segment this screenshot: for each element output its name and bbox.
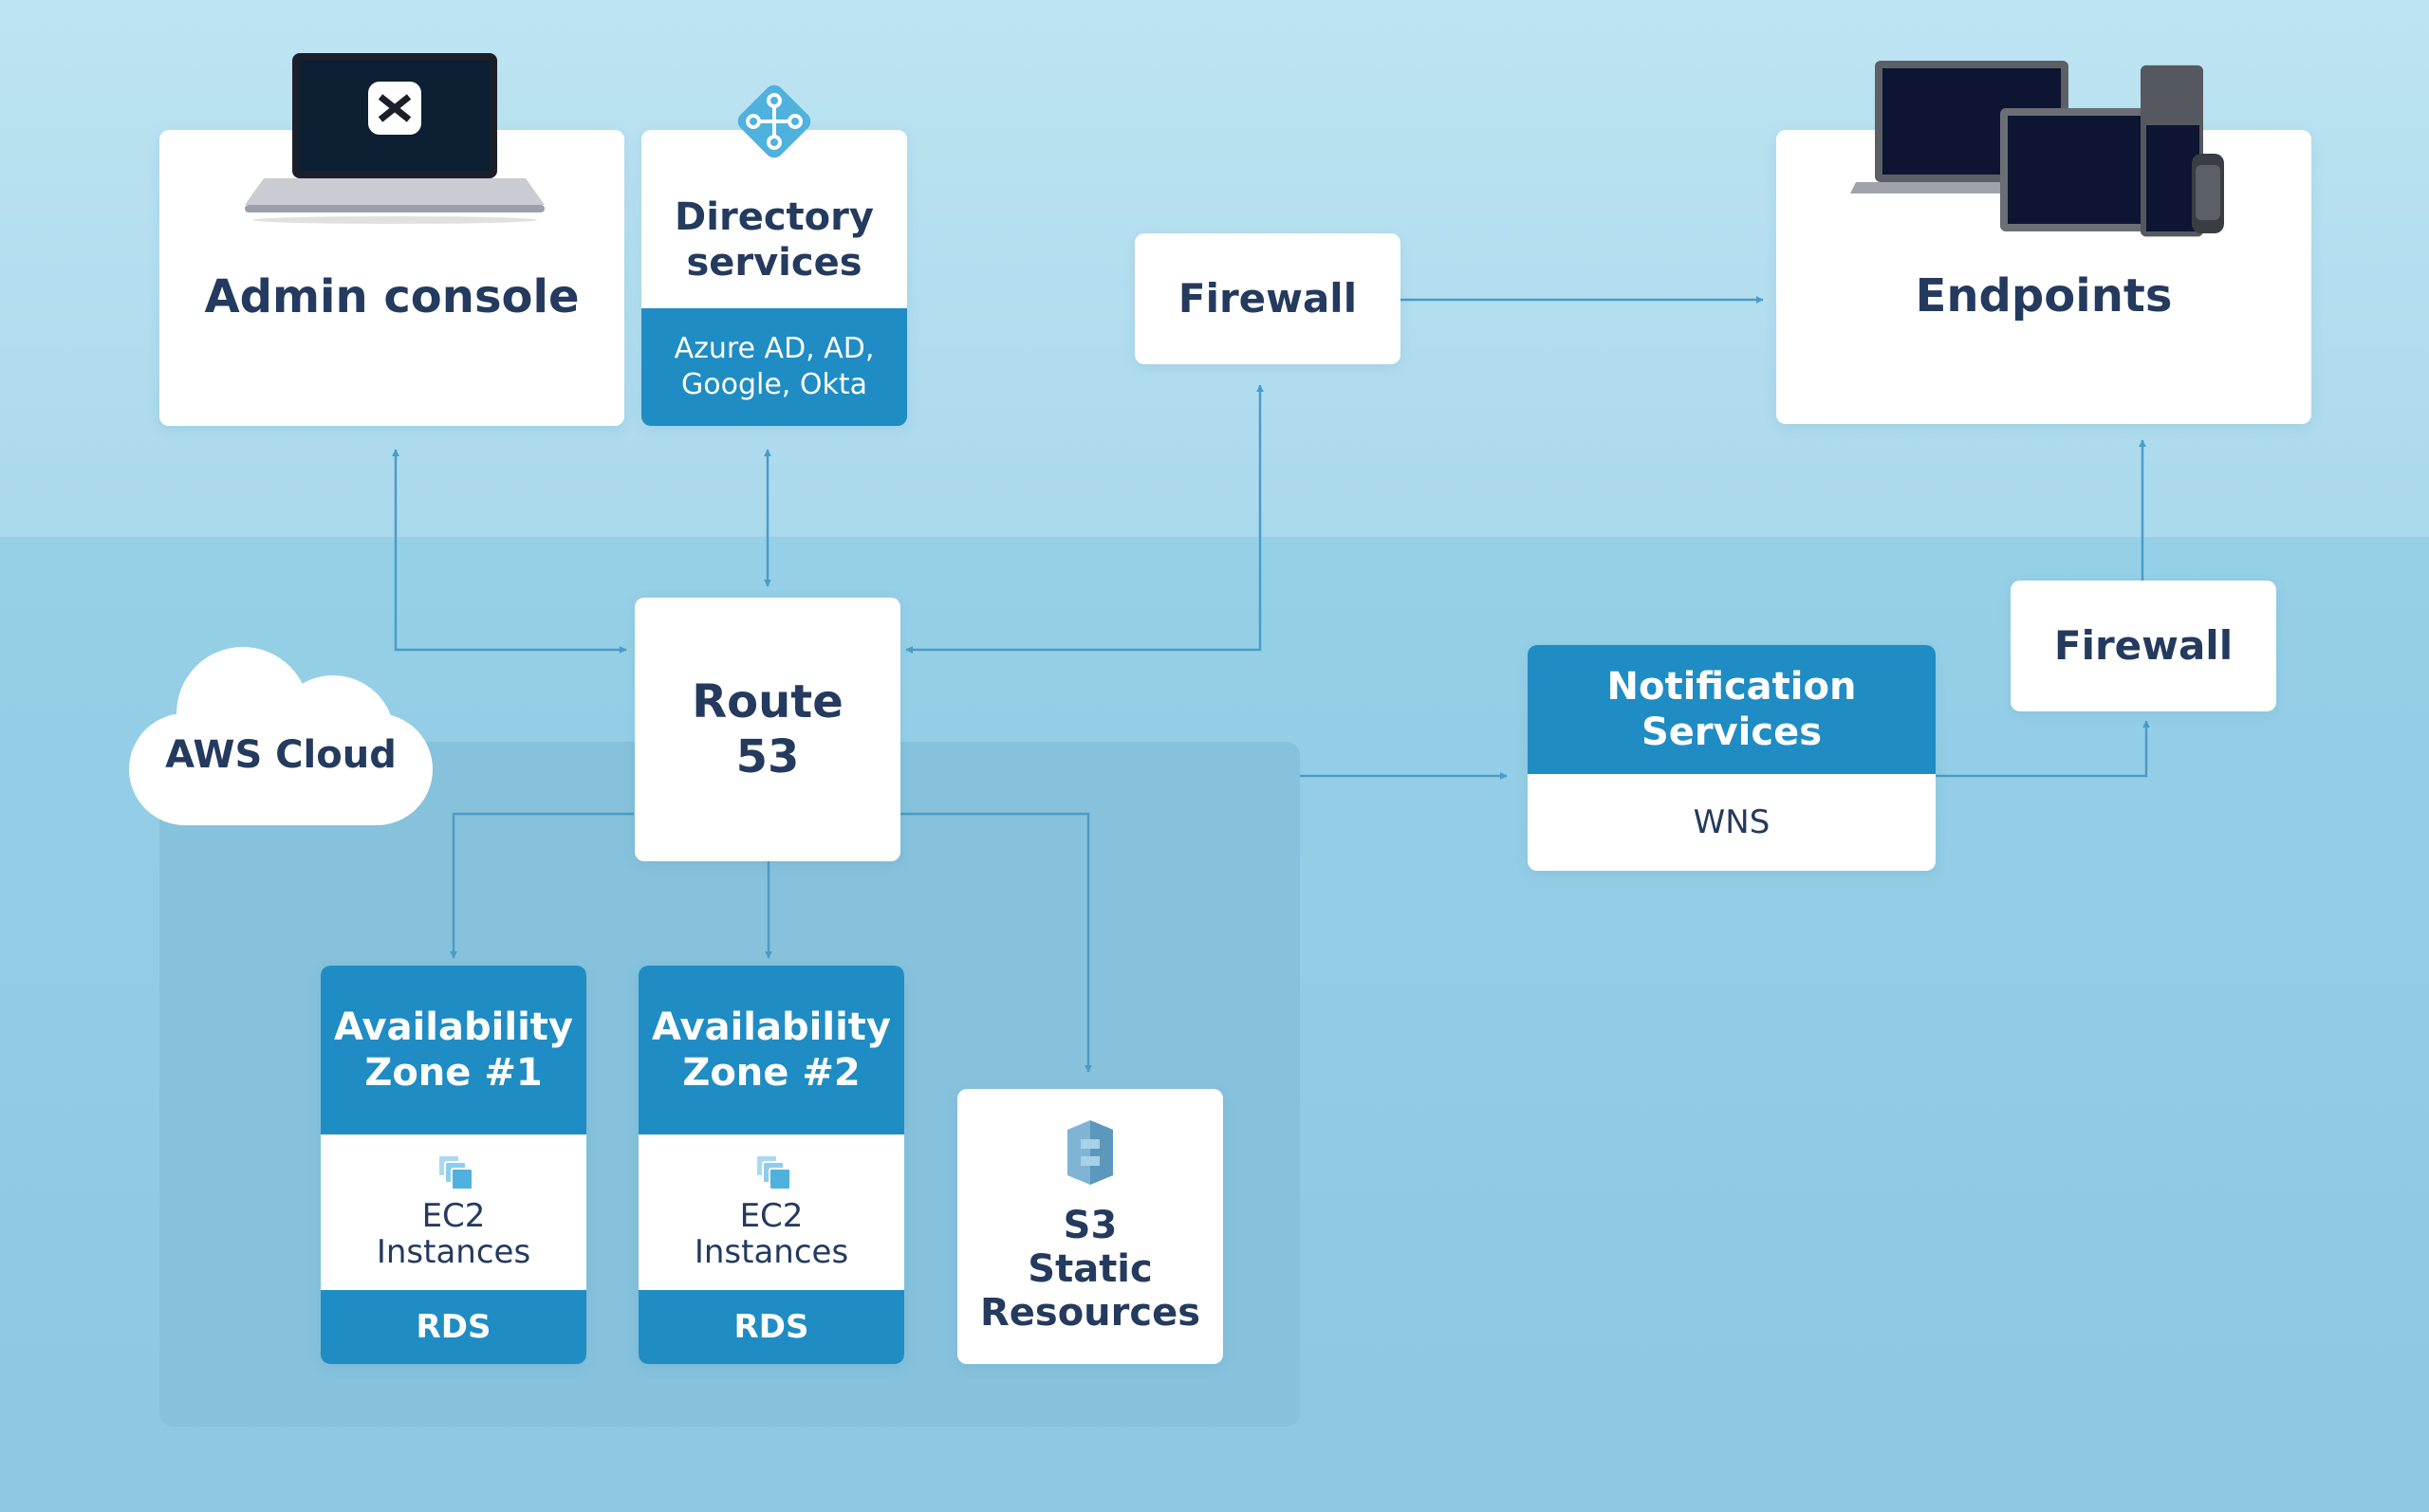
link-route53-firewall [905, 384, 1264, 654]
directory-providers-line1: Azure AD, AD, [674, 332, 875, 365]
firewall-right-label: Firewall [2053, 622, 2234, 669]
az1-ec2-line1: EC2 [421, 1197, 486, 1235]
link-admin-route53 [392, 449, 627, 654]
az1-rds-label: RDS [416, 1308, 491, 1346]
admin-console-title: Admin console [204, 270, 580, 323]
az1-title: Availability Zone #1 [321, 966, 586, 1134]
directory-services-card[interactable]: Directory services Azure AD, AD, Google,… [641, 130, 907, 426]
ec2-stack-icon [437, 1154, 473, 1190]
devices-icon [1850, 61, 2224, 237]
firewall-right-card[interactable]: Firewall [2011, 581, 2276, 711]
az2-title: Availability Zone #2 [639, 966, 904, 1134]
cloud-base [129, 713, 433, 825]
laptop-logo-icon [245, 53, 545, 224]
az2-title-line2: Zone #2 [682, 1051, 861, 1095]
notification-title-line1: Notification [1606, 665, 1857, 709]
az1-rds: RDS [321, 1290, 586, 1364]
endpoints-title: Endpoints [1915, 269, 2173, 323]
notification-services-card[interactable]: Notification Services WNS [1528, 645, 1936, 871]
az2-rds: RDS [639, 1290, 904, 1364]
az2-ec2-line1: EC2 [739, 1197, 804, 1235]
availability-zone-2-card[interactable]: Availability Zone #2 EC2 Instances RDS [639, 966, 904, 1364]
s3-line3: Resources [979, 1291, 1201, 1335]
notification-sub: WNS [1528, 774, 1936, 871]
route53-line2: 53 [735, 730, 800, 784]
s3-bucket-icon [1067, 1120, 1113, 1185]
firewall-top-label: Firewall [1177, 275, 1358, 322]
az2-ec2-line2: Instances [694, 1233, 849, 1271]
notification-wns: WNS [1693, 803, 1771, 841]
s3-static-resources-card[interactable]: S3 Static Resources [957, 1089, 1223, 1364]
directory-providers-line2: Google, Okta [681, 368, 867, 401]
s3-line1: S3 [1063, 1204, 1118, 1247]
notification-title-line2: Services [1641, 710, 1823, 754]
az1-title-line1: Availability [334, 1005, 573, 1049]
availability-zone-1-card[interactable]: Availability Zone #1 EC2 Instances RDS [321, 966, 586, 1364]
az1-title-line2: Zone #1 [364, 1051, 543, 1095]
directory-diamond-icon [737, 84, 811, 158]
az1-ec2-line2: Instances [376, 1233, 531, 1271]
link-notification-firewall [1936, 720, 2150, 778]
aws-cloud-badge: AWS Cloud [129, 647, 433, 827]
directory-title-line2: services [686, 241, 862, 285]
ec2-stack-icon [755, 1154, 791, 1190]
directory-providers: Azure AD, AD, Google, Okta [641, 308, 907, 426]
notification-title: Notification Services [1528, 645, 1936, 774]
az2-ec2: EC2 Instances [639, 1134, 904, 1290]
az2-title-line1: Availability [652, 1005, 891, 1049]
link-route53-s3 [899, 812, 1092, 1073]
s3-line2: Static [1028, 1247, 1153, 1291]
firewall-top-card[interactable]: Firewall [1135, 233, 1400, 364]
route53-line1: Route [692, 675, 844, 728]
link-route53-az1 [450, 812, 634, 959]
aws-cloud-label: AWS Cloud [165, 733, 397, 777]
directory-services-title: Directory services [641, 130, 907, 308]
directory-title-line1: Directory [675, 195, 874, 239]
az2-rds-label: RDS [733, 1308, 809, 1346]
route53-card[interactable]: Route 53 [635, 598, 900, 861]
az1-ec2: EC2 Instances [321, 1134, 586, 1290]
